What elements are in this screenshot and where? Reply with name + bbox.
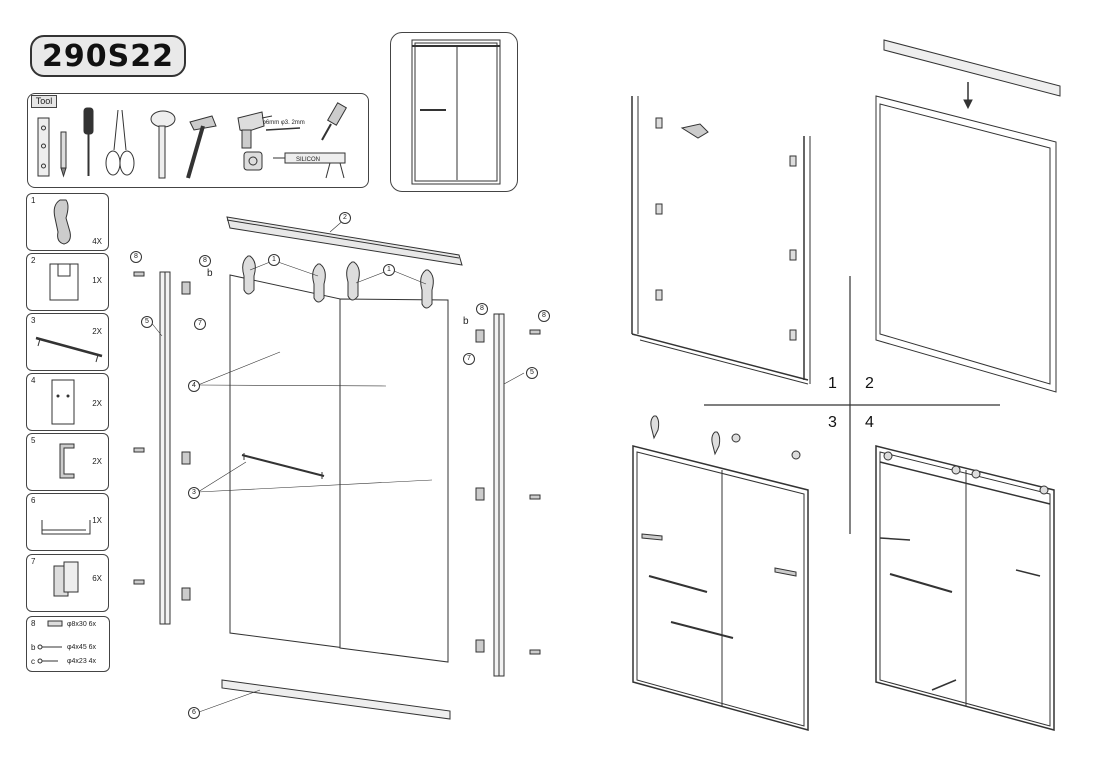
tool-panel-label: Tool (31, 95, 57, 108)
top-rail (226, 216, 463, 266)
part-quantity: 1X (92, 516, 102, 525)
screwdriver-icon (83, 107, 94, 176)
step-label-1: 1 (828, 375, 837, 392)
callout-1: 1 (383, 264, 395, 276)
part-number: 3 (31, 316, 36, 325)
part-box-5: 5 2X (26, 433, 109, 491)
drill-bit-sizes: φ6mm φ3. 2mm (262, 120, 305, 126)
part-number: 7 (31, 557, 36, 566)
part-box-2: 2 1X (26, 253, 109, 311)
towel-bars (241, 453, 325, 479)
part-quantity: 1X (92, 276, 102, 285)
glass-panel-right (339, 298, 449, 663)
step-label-3: 3 (828, 414, 837, 431)
callout-8: 8 (130, 251, 142, 263)
rollers (242, 255, 434, 309)
l-bracket-icon (41, 520, 91, 535)
step2-drawing (875, 39, 1061, 393)
screw-b-label: b (207, 268, 213, 279)
screw-b-label: b (463, 316, 469, 327)
step1-drawing (631, 96, 811, 385)
callout-8: 8 (476, 303, 488, 315)
callout-4: 4 (188, 380, 200, 392)
part-box-6: 6 1X (26, 493, 109, 551)
screw-b-icon (37, 644, 62, 650)
hardware-spec-b: φ4x45 6x (67, 644, 97, 651)
anchor-icon (47, 620, 63, 627)
channel-profile-icon (59, 443, 75, 479)
hardware-letter-c: c (31, 657, 35, 666)
callout-1: 1 (268, 254, 280, 266)
sealant-gun-icon (273, 152, 346, 179)
tape-measure-icon (243, 151, 263, 171)
callout-8: 8 (199, 255, 211, 267)
wall-channel-right (493, 313, 505, 677)
part-number: 5 (31, 436, 36, 445)
step3-drawing (632, 415, 809, 731)
callout-8: 8 (538, 310, 550, 322)
callout-7: 7 (463, 353, 475, 365)
part-number: 4 (31, 376, 36, 385)
hammer-icon (186, 115, 217, 179)
mallet-icon (150, 110, 176, 179)
part-number: 6 (31, 496, 36, 505)
spacer-block-icon (53, 561, 79, 597)
step-divider (704, 276, 1000, 534)
callout-5: 5 (141, 316, 153, 328)
glass-panel-left (229, 274, 346, 649)
callout-6: 6 (188, 707, 200, 719)
roller-hanger-icon (53, 199, 71, 245)
part-number: 8 (31, 619, 36, 628)
towel-bar-icon (35, 336, 103, 363)
brush-icon (321, 102, 348, 141)
screws-main (133, 271, 541, 655)
wall-channel-left (159, 271, 171, 625)
part-quantity: 4X (92, 237, 102, 246)
model-badge: 290S22 (30, 35, 186, 77)
part-box-3: 3 2X (26, 313, 109, 371)
model-number: 290S22 (42, 38, 174, 74)
part-quantity: 6X (92, 574, 102, 583)
screw-c-icon (37, 658, 58, 664)
callout-3: 3 (188, 487, 200, 499)
bottom-guide (221, 679, 451, 720)
part-quantity: 2X (92, 399, 102, 408)
callout-2: 2 (339, 212, 351, 224)
part-quantity: 2X (92, 457, 102, 466)
part-number: 1 (31, 196, 36, 205)
level-icon (37, 117, 50, 177)
drill-icon (237, 111, 301, 149)
hardware-spec-a: φ8x30 6x (67, 621, 97, 628)
preview-door-drawing (411, 39, 501, 185)
callout-7: 7 (194, 318, 206, 330)
scissors-icon (105, 109, 135, 176)
part-number: 2 (31, 256, 36, 265)
part-quantity: 2X (92, 327, 102, 336)
sealant-label: SILICON (296, 157, 320, 163)
pencil-icon (60, 131, 67, 178)
step-label-4: 4 (865, 414, 874, 431)
plate-icon (51, 379, 75, 425)
bracket-icon (49, 263, 79, 301)
hardware-spec-c: φ4x23 4x (67, 658, 97, 665)
step-label-2: 2 (865, 375, 874, 392)
hardware-letter-b: b (31, 643, 36, 652)
step4-drawing (875, 445, 1055, 731)
callout-5: 5 (526, 367, 538, 379)
